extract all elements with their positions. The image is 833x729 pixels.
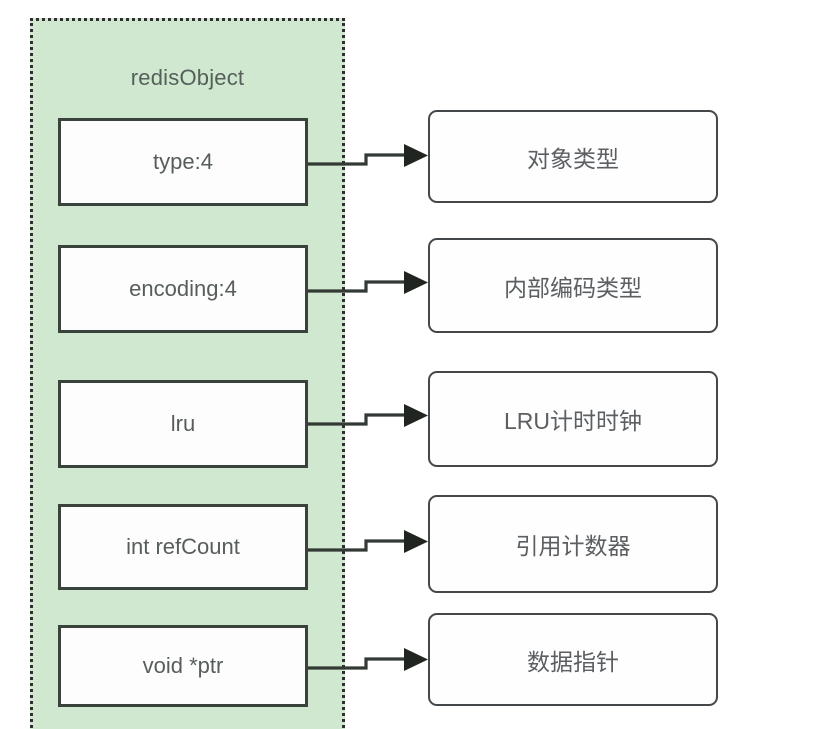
desc-box-encoding[interactable]: 内部编码类型 xyxy=(428,238,718,333)
field-label-ptr: void *ptr xyxy=(142,653,224,678)
field-label-encoding: encoding:4 xyxy=(129,276,237,301)
desc-label-lru: LRU计时时钟 xyxy=(503,408,642,434)
desc-label-ptr: 数据指针 xyxy=(527,648,619,675)
field-label-type: type:4 xyxy=(153,149,213,174)
desc-label-refcount: 引用计数器 xyxy=(515,533,631,559)
desc-box-ptr[interactable]: 数据指针 xyxy=(428,613,718,706)
desc-label-encoding: 内部编码类型 xyxy=(504,274,642,301)
desc-label-type: 对象类型 xyxy=(527,145,619,172)
field-label-refcount: int refCount xyxy=(126,534,240,559)
field-box-encoding[interactable]: encoding:4 xyxy=(58,245,308,333)
field-box-ptr[interactable]: void *ptr xyxy=(58,625,308,707)
field-label-lru: lru xyxy=(170,411,196,436)
field-box-refcount[interactable]: int refCount xyxy=(58,504,308,590)
desc-box-refcount[interactable]: 引用计数器 xyxy=(428,495,718,593)
struct-title: redisObject xyxy=(130,65,245,90)
field-box-type[interactable]: type:4 xyxy=(58,118,308,206)
desc-box-lru[interactable]: LRU计时时钟 xyxy=(428,371,718,467)
desc-box-type[interactable]: 对象类型 xyxy=(428,110,718,203)
field-box-lru[interactable]: lru xyxy=(58,380,308,468)
